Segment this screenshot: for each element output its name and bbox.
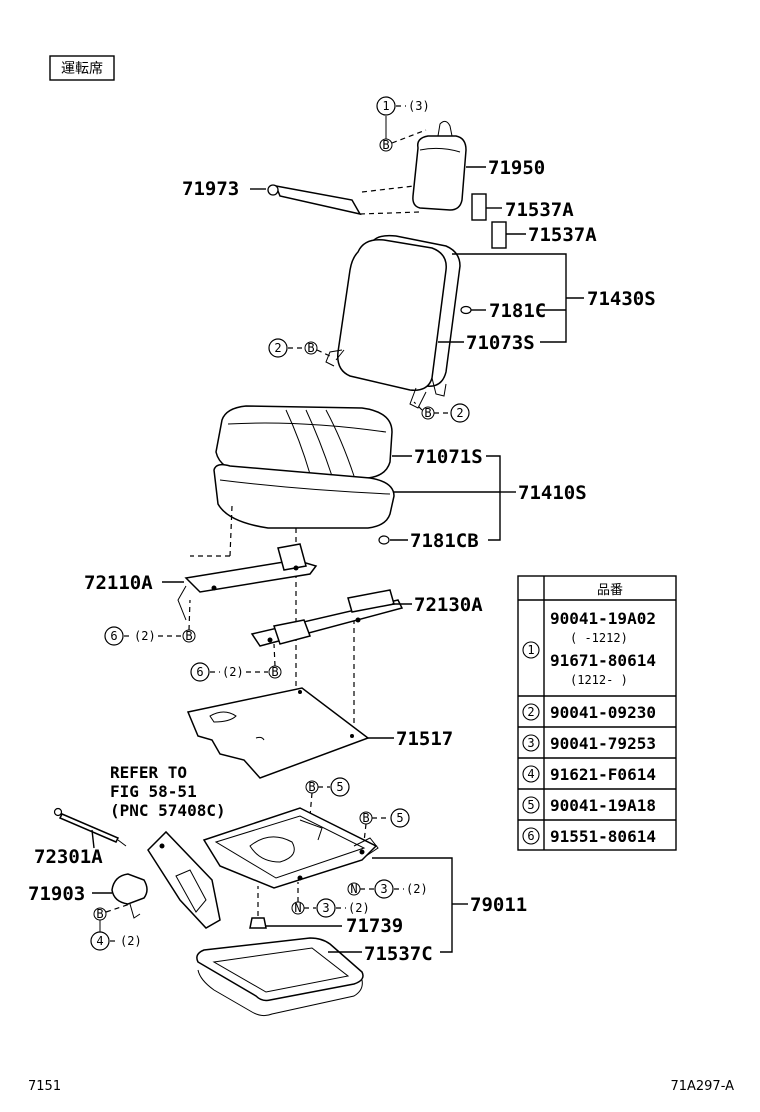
cover-71517[interactable] (186, 687, 370, 779)
page-ref: 7151 (28, 1079, 61, 1094)
callout-3-right: N 3 (2) (347, 879, 428, 899)
callout-6-upper: 6 (2) B (104, 599, 196, 646)
part-number-7181C: 7181C (489, 300, 546, 322)
part-number-72130A: 72130A (414, 594, 483, 616)
callout-5-upper-number: 5 (336, 780, 343, 794)
pad-71537A-2[interactable] (491, 221, 507, 249)
part-number-71410S: 71410S (518, 482, 587, 504)
refer-line-1: REFER TO (110, 763, 187, 782)
table-row-5-num: 5 (527, 798, 534, 812)
callout-5-upper: B 5 (305, 777, 350, 817)
part-number-72110A: 72110A (84, 572, 153, 594)
part-number-71739: 71739 (346, 915, 403, 937)
seat-cushion-bottom[interactable] (213, 463, 395, 529)
table-row-2-line-1: 90041-09230 (550, 703, 656, 722)
recliner-bracket (147, 830, 221, 929)
callout-3-left: N 3 (2) (291, 882, 370, 918)
callout-3-right-number: 3 (380, 882, 387, 896)
bolt-marker: B (96, 907, 103, 921)
callout-1-number: 1 (382, 99, 389, 113)
seat-rail-72130A[interactable] (250, 589, 404, 647)
seat-back[interactable] (325, 234, 461, 409)
callout-2-left-number: 2 (274, 341, 281, 355)
pad-71537A-1[interactable] (471, 193, 487, 221)
seat-label-text: 運転席 (61, 61, 103, 77)
table-row-4-num: 4 (527, 767, 534, 781)
table-row-4-line-1: 91621-F0614 (550, 765, 656, 784)
table-row-1-num: 1 (527, 643, 534, 657)
callout-6-lower-number: 6 (196, 665, 203, 679)
part-number-71973: 71973 (182, 178, 239, 200)
refer-line-3: (PNC 57408C) (110, 801, 226, 820)
parts-table: 品番 1 90041-19A02 ( -1212) 91671-80614 (1… (517, 575, 677, 851)
callout-6-upper-number: 6 (110, 629, 117, 643)
table-row-3-line-1: 90041-79253 (550, 734, 656, 753)
bolt-marker: B (185, 629, 192, 643)
callout-2-right-number: 2 (456, 406, 463, 420)
part-number-71950: 71950 (488, 157, 545, 179)
nut-marker: N (350, 882, 357, 896)
callout-1: 1 (3) B (376, 96, 430, 152)
callout-3-left-number: 3 (322, 901, 329, 915)
table-row-1-line-4: (1212- ) (570, 673, 628, 687)
bolt-marker: B (308, 780, 315, 794)
callout-3-right-qty: (2) (406, 882, 428, 896)
part-number-71517: 71517 (396, 728, 453, 750)
part-number-72301A: 72301A (34, 846, 103, 868)
part-number-79011: 79011 (470, 894, 527, 916)
frame-pad-71537C[interactable] (196, 937, 364, 1017)
table-row-5-line-1: 90041-19A18 (550, 796, 656, 815)
bolt-marker: B (382, 138, 389, 152)
callout-6-lower-qty: (2) (222, 665, 244, 679)
bolt-marker: B (271, 665, 278, 679)
table-row-2-num: 2 (527, 705, 534, 719)
part-number-7181CB: 7181CB (410, 530, 479, 552)
part-number-71537A-2: 71537A (528, 224, 597, 246)
refer-note: REFER TO FIG 58-51 (PNC 57408C) (110, 763, 226, 820)
part-number-71537A-1: 71537A (505, 199, 574, 221)
callout-5-right-number: 5 (396, 811, 403, 825)
table-row-1-line-1: 90041-19A02 (550, 609, 656, 628)
cable-72301A[interactable] (53, 807, 127, 847)
bolt-marker: B (307, 341, 314, 355)
part-number-71071S: 71071S (414, 446, 483, 468)
parts-table-header: 品番 (597, 583, 623, 598)
table-row-1-line-3: 91671-80614 (550, 651, 656, 670)
table-row-1-line-2: ( -1212) (570, 631, 628, 645)
bolt-marker: B (362, 811, 369, 825)
part-number-71073S: 71073S (466, 332, 535, 354)
callout-3-left-qty: (2) (348, 901, 370, 915)
part-number-71537C: 71537C (364, 943, 433, 965)
part-number-71903: 71903 (28, 883, 85, 905)
callout-6-upper-qty: (2) (134, 629, 156, 643)
callout-2-right: B 2 (413, 401, 470, 423)
part-number-71430S: 71430S (587, 288, 656, 310)
bolt-marker: B (424, 406, 431, 420)
callout-4-qty: (2) (120, 934, 142, 948)
callout-6-lower: 6 (2) B (190, 643, 282, 682)
stopper-71739[interactable] (249, 886, 267, 929)
callout-2-left: 2 B (268, 338, 331, 358)
armrest-71973[interactable] (267, 184, 362, 216)
refer-line-2: FIG 58-51 (110, 782, 197, 801)
nut-marker: N (294, 901, 301, 915)
seat-rail-72110A[interactable] (177, 543, 318, 621)
figure-id: 71A297-A (670, 1079, 734, 1094)
table-row-6-num: 6 (527, 829, 534, 843)
callout-1-qty: (3) (408, 99, 430, 113)
table-row-3-num: 3 (527, 736, 534, 750)
callout-5-right: B 5 (359, 808, 410, 843)
headrest-71950[interactable] (412, 120, 467, 211)
table-row-6-line-1: 91551-80614 (550, 827, 656, 846)
seat-label: 運転席 (49, 55, 115, 81)
callout-4: B 4 (2) (90, 903, 142, 951)
lever-71903[interactable] (111, 873, 148, 919)
callout-4-number: 4 (96, 934, 103, 948)
seat-frame-79011[interactable] (202, 807, 379, 889)
